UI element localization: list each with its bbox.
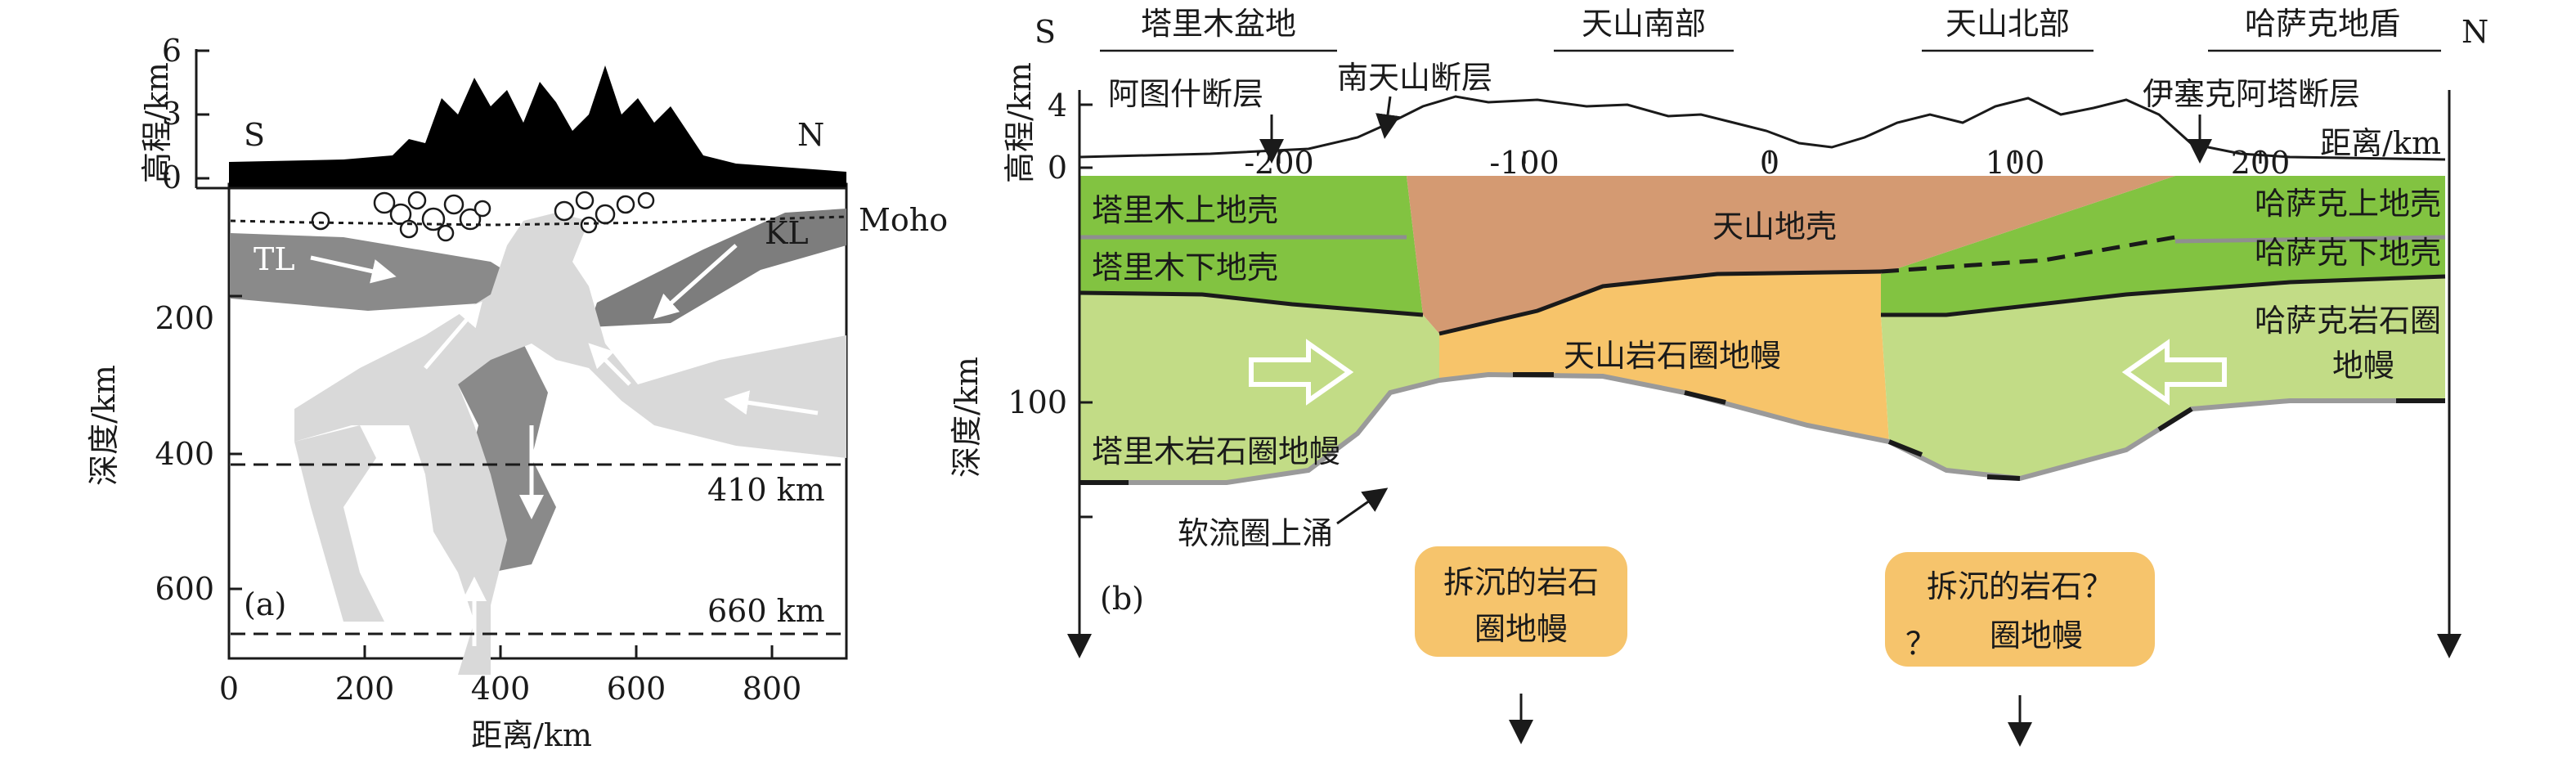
panel-b-header-south-tianshan: 天山南部	[1582, 6, 1706, 42]
panel-b-dist-tick-m200: -200	[1244, 145, 1313, 181]
panel-a-660-label: 660 km	[707, 593, 825, 629]
panel-b-delam-right-q: ？	[1905, 626, 1936, 662]
panel-b-tarim-crust	[1079, 176, 1423, 315]
panel-a-depth-axis-label: 深度/km	[86, 365, 122, 486]
panel-a-kl-slab	[589, 209, 846, 327]
panel-b-delam-left-1: 拆沉的岩石	[1443, 564, 1599, 600]
panel-b: S N 塔里木盆地 天山南部 天山北部 哈萨克地盾 -200 -100 0 10…	[949, 6, 2488, 747]
panel-b-tarim-moho	[1079, 290, 1424, 317]
panel-a-x-tick-600: 600	[607, 671, 666, 707]
panel-a-elev-axis-label: 高程/km	[139, 62, 175, 183]
panel-a-depth-tick-400: 400	[155, 436, 214, 472]
panel-b-depth-ticks	[1079, 401, 1093, 519]
panel-a-x-tick-400: 400	[471, 671, 531, 707]
panel-a-moho-line	[230, 215, 847, 227]
panel-a-moho-label: Moho	[859, 202, 948, 238]
panel-a-tl-label: TL	[254, 241, 295, 277]
panel-b-depth-tick-100: 100	[1008, 384, 1067, 420]
panel-b-tianshan-moho	[1438, 269, 1882, 336]
panel-b-delam-right-box	[1885, 552, 2155, 667]
panel-b-kazakh-mantle-2: 地幔	[2332, 348, 2394, 384]
panel-a-kl-label: KL	[765, 215, 809, 251]
panel-b-dist-tick-100: 100	[1986, 145, 2045, 181]
panel-a: S N TL KL Moho 410 km 660 km (a) 6 3 0 高…	[86, 33, 948, 753]
panel-b-delam-left-box	[1415, 546, 1627, 657]
panel-a-x-axis-label: 距离/km	[471, 717, 592, 753]
panel-b-elev-ticks	[1079, 103, 1093, 169]
panel-a-elev-tick-6: 6	[162, 33, 182, 69]
panel-a-plume	[294, 213, 846, 675]
panel-b-asthenosphere: 软流圈上涌	[1178, 515, 1333, 551]
panel-b-fault-atushi: 阿图什断层	[1108, 76, 1263, 112]
panel-b-dist-label: 距离/km	[2320, 125, 2441, 161]
panel-b-fault-south-tianshan-arrow	[1376, 96, 1400, 139]
panel-b-dist-tick-0: 0	[1760, 145, 1779, 181]
panel-b-elev-tick-0: 0	[1048, 150, 1067, 186]
panel-b-kazakh-lower-crust: 哈萨克下地壳	[2255, 235, 2441, 271]
panel-a-x-ticks	[227, 645, 774, 658]
panel-b-tianshan-crust	[1407, 176, 2175, 334]
panel-b-tarim-lower-crust: 塔里木下地壳	[1092, 249, 1278, 285]
panel-b-tianshan-moho-dashed	[1880, 235, 2176, 274]
panel-b-header-north-tianshan: 天山北部	[1945, 6, 2070, 42]
panel-a-depth-ticks	[229, 294, 242, 591]
panel-b-delam-right-2: 圈地幔	[1990, 618, 2083, 653]
panel-b-header-tarim: 塔里木盆地	[1141, 6, 1296, 42]
panel-b-tarim-mantle: 塔里木岩石圈地幔	[1092, 433, 1340, 469]
panel-a-south: S	[244, 117, 265, 153]
panel-b-panel-label: (b)	[1100, 581, 1144, 617]
panel-b-depth-axis-label: 深度/km	[949, 357, 985, 478]
panel-a-x-tick-800: 800	[743, 671, 802, 707]
panel-b-tarim-mantle	[1079, 293, 1439, 483]
panel-a-flow-arrows	[310, 244, 819, 646]
panel-a-elev-tick-3: 3	[162, 96, 182, 132]
panel-a-seismicity	[311, 191, 655, 242]
panel-b-kazakh-upper-crust: 哈萨克上地壳	[2255, 186, 2441, 222]
panel-a-410-label: 410 km	[707, 472, 825, 508]
panel-b-kazakh-mantle	[1881, 276, 2445, 478]
panel-a-plume-branch	[294, 425, 384, 622]
panel-b-tianshan-mantle: 天山岩石圈地幔	[1564, 338, 1781, 374]
panel-b-elev-tick-4: 4	[1048, 88, 1067, 124]
panel-a-elev-tick-0: 0	[162, 159, 182, 195]
panel-a-x-tick-0: 0	[219, 671, 239, 707]
panel-a-panel-label: (a)	[244, 586, 286, 622]
panel-b-kazakh-mantle-1: 哈萨克岩石圈	[2255, 303, 2441, 339]
panel-b-fault-yiseke: 伊塞克阿塔断层	[2143, 76, 2360, 112]
panel-b-dist-tick-200: 200	[2231, 145, 2291, 181]
panel-b-north: N	[2462, 14, 2488, 50]
panel-a-elev-ticks	[196, 49, 209, 180]
panel-b-elev-axis-label: 高程/km	[1002, 62, 1038, 183]
panel-a-north: N	[797, 117, 824, 153]
panel-b-lab-black-segments	[1079, 372, 2445, 485]
panel-b-fault-south-tianshan: 南天山断层	[1337, 60, 1492, 96]
panel-b-tianshan-mantle	[1439, 272, 1889, 442]
panel-a-depth-tick-600: 600	[155, 571, 214, 607]
panel-b-kazakh-crust-boundary	[2174, 235, 2446, 244]
panel-b-tianshan-crust: 天山地壳	[1712, 209, 1837, 245]
panel-b-topography	[1079, 95, 2446, 161]
panel-b-kazakh-moho	[1881, 274, 2446, 317]
panel-a-x-tick-200: 200	[335, 671, 395, 707]
panel-a-topography	[229, 65, 846, 188]
panel-b-asthenosphere-arrow	[1336, 487, 1389, 525]
panel-b-delam-right-1: 拆沉的岩石？	[1927, 568, 2113, 604]
panel-b-tarim-upper-crust: 塔里木上地壳	[1092, 192, 1278, 228]
panel-a-depth-tick-200: 200	[155, 300, 214, 336]
panel-b-header-kazakh: 哈萨克地盾	[2245, 6, 2400, 42]
panel-b-delam-left-2: 圈地幔	[1474, 611, 1568, 647]
panel-b-mantle-flow-arrows	[1249, 339, 2227, 406]
panel-b-south: S	[1034, 14, 1056, 50]
panel-b-dist-tick-m100: -100	[1489, 145, 1559, 181]
